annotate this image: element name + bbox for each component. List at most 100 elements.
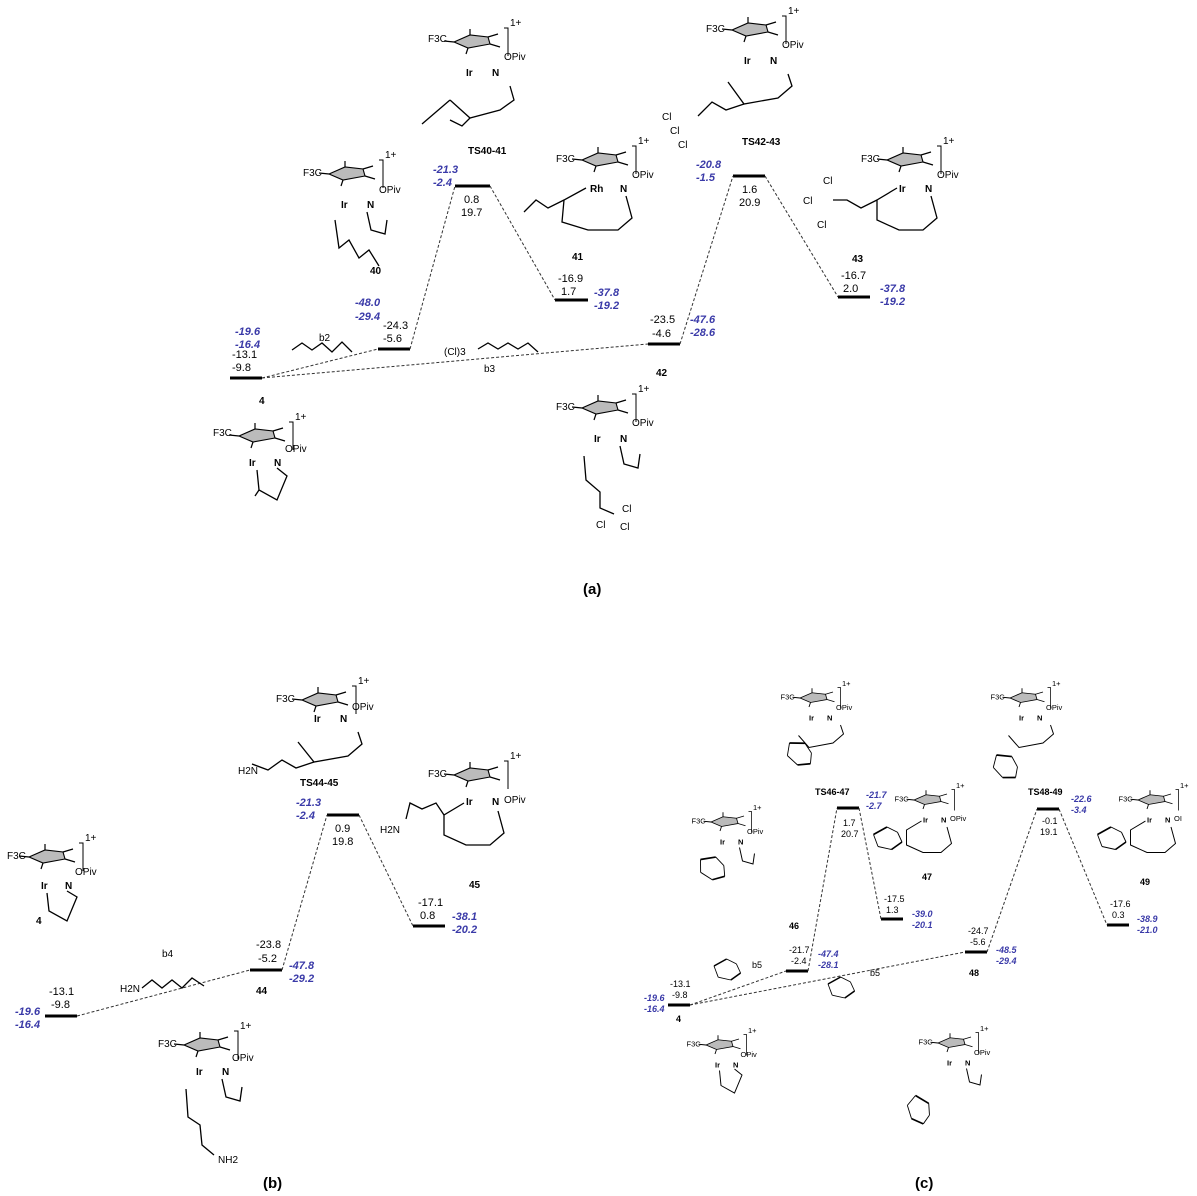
value-b-44-blue-1: -47.8	[289, 960, 315, 972]
label-b-4: 4	[36, 916, 42, 927]
value-c-TS46-47-black-1: 1.7	[843, 818, 856, 828]
value-c-4-blue-2: -16.4	[644, 1004, 665, 1014]
value-b-4-black-1: -13.1	[49, 986, 74, 998]
connector-a-4-40	[261, 348, 379, 379]
value-c-49-black-2: 0.3	[1112, 910, 1125, 920]
f3c-label: F3C	[781, 693, 796, 702]
structure-c-49: F3C 1+ Ir N OI	[1096, 781, 1189, 853]
value-c-46-blue-2: -28.1	[818, 960, 839, 970]
value-b-4-black-2: -9.8	[51, 999, 70, 1011]
f3c-label: F3C	[276, 694, 295, 705]
metal-label: Ir	[196, 1067, 203, 1078]
value-a-TS40-41-black-1: 0.8	[464, 194, 479, 206]
h2n-label: H2N	[238, 766, 258, 777]
structure-a-43: F3C 1+ Ir N OPiv Cl Cl Cl	[803, 136, 959, 231]
nitrogen-label: N	[274, 458, 281, 469]
label-c-47: 47	[922, 872, 932, 882]
metal-label: Ir	[947, 1059, 952, 1068]
cl-label: Cl	[622, 504, 631, 515]
value-a-TS42-43-black-1: 1.6	[742, 184, 757, 196]
charge-label: 1+	[510, 751, 522, 762]
label-c-4: 4	[676, 1014, 681, 1024]
panel-b: -19.6 -16.4 -13.1 -9.8 4 -23.8 -5.2 -47.…	[7, 676, 526, 1192]
connector-a-42-ts	[679, 175, 734, 345]
label-a-43: 43	[852, 254, 864, 265]
value-b-4-blue-1: -19.6	[15, 1006, 41, 1018]
value-a-TS42-43-blue-2: -1.5	[696, 172, 716, 184]
value-a-40-blue-1: -48.0	[355, 297, 381, 309]
value-c-49-blue-1: -38.9	[1137, 914, 1158, 924]
value-a-41-black-2: 1.7	[561, 286, 576, 298]
metal-label: Rh	[590, 184, 603, 195]
cl-label: Cl	[662, 112, 671, 123]
value-c-TS46-47-black-2: 20.7	[841, 829, 859, 839]
substrate-label-b2: b2	[319, 333, 331, 344]
label-a-41: 41	[572, 252, 584, 263]
f3c-label: F3C	[556, 154, 575, 165]
value-c-46-black-1: -21.7	[789, 945, 810, 955]
label-c-49: 49	[1140, 877, 1150, 887]
f3c-label: F3C	[919, 1038, 934, 1047]
substrate-structure-b2	[291, 341, 353, 353]
caption-a: (a)	[583, 581, 601, 598]
connector-c-48-ts	[986, 808, 1038, 953]
value-b-44-black-2: -5.2	[258, 953, 277, 965]
value-c-48-black-2: -5.6	[970, 937, 986, 947]
opiv-label: OPiv	[632, 418, 654, 429]
f3c-label: F3C	[556, 402, 575, 413]
value-a-TS40-41-blue-1: -21.3	[433, 164, 458, 176]
value-a-43-black-1: -16.7	[841, 270, 866, 282]
value-c-47-black-1: -17.5	[884, 894, 905, 904]
opiv-label: OPiv	[352, 702, 374, 713]
value-b-45-blue-1: -38.1	[452, 911, 477, 923]
metal-label: Ir	[899, 184, 906, 195]
structure-c-48: F3C 1+ Ir N OPiv	[901, 1024, 991, 1129]
panel-a: -19.6 -16.4 -13.1 -9.8 4 -48.0 -29.4 -24…	[213, 6, 959, 598]
charge-label: 1+	[358, 676, 370, 687]
label-a-4: 4	[259, 396, 265, 407]
substrate-label-b4: b4	[162, 949, 174, 960]
charge-label: 1+	[788, 6, 800, 17]
metal-label: Ir	[1147, 816, 1152, 825]
charge-label: 1+	[1052, 679, 1061, 688]
h2n-label: H2N	[380, 825, 400, 836]
nitrogen-label: N	[620, 434, 627, 445]
connector-a-ts-43	[764, 175, 839, 298]
f3c-label: F3C	[303, 168, 322, 179]
nitrogen-label: N	[620, 184, 627, 195]
value-b-TS44-45-blue-2: -2.4	[296, 810, 315, 822]
label-a-42: 42	[656, 368, 668, 379]
value-a-40-blue-2: -29.4	[355, 311, 380, 323]
nitrogen-label: N	[367, 200, 374, 211]
cl-label: Cl	[670, 126, 679, 137]
value-a-TS40-41-black-2: 19.7	[461, 207, 482, 219]
opiv-label: OPiv	[232, 1053, 254, 1064]
value-a-TS42-43-blue-1: -20.8	[696, 159, 722, 171]
nitrogen-label: N	[827, 714, 832, 723]
nitrogen-label: N	[965, 1059, 970, 1068]
value-c-TS48-49-blue-2: -3.4	[1071, 805, 1087, 815]
structure-c-TS48-49: F3C 1+ Ir N OPiv	[987, 679, 1063, 785]
structure-b-TS44-45: F3C 1+ Ir N OPiv H2N	[238, 676, 374, 777]
value-a-41-blue-2: -19.2	[594, 300, 619, 312]
cl-label: Cl	[596, 520, 605, 531]
label-b-45: 45	[469, 880, 481, 891]
cl-label: Cl	[823, 176, 832, 187]
value-c-4-black-1: -13.1	[670, 979, 691, 989]
nitrogen-label: N	[925, 184, 932, 195]
value-a-TS40-41-blue-2: -2.4	[433, 177, 452, 189]
metal-label: Ir	[466, 797, 473, 808]
value-a-42-blue-1: -47.6	[690, 314, 716, 326]
value-c-49-blue-2: -21.0	[1137, 925, 1158, 935]
label-c-48: 48	[969, 968, 979, 978]
substrate-label-b5-second: b5	[870, 968, 880, 978]
value-a-43-black-2: 2.0	[843, 283, 858, 295]
opiv-label: OPiv	[836, 703, 853, 712]
value-c-48-black-1: -24.7	[968, 926, 989, 936]
f3c-label: F3C	[692, 817, 707, 826]
substrate-structure-b4	[141, 977, 205, 989]
charge-label: 1+	[956, 781, 965, 790]
nitrogen-label: N	[1165, 816, 1170, 825]
structure-c-47: F3C 1+ Ir N OPiv	[872, 781, 967, 853]
